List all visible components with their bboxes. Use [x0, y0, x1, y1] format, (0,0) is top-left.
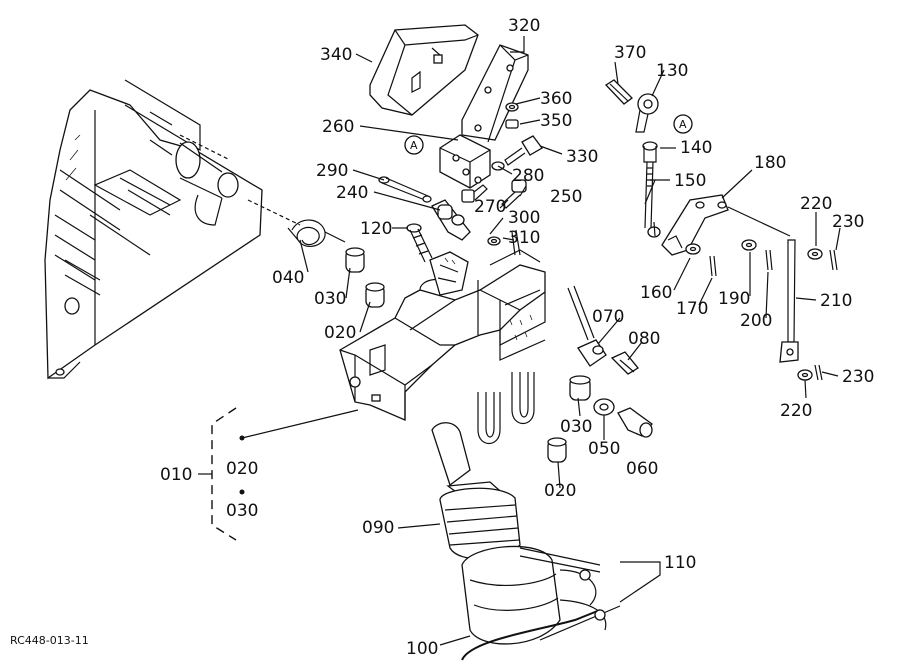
callout-140: 140: [680, 138, 712, 158]
callout-010-030: 030: [226, 501, 258, 521]
lever-180: [661, 194, 729, 256]
callout-150: 150: [674, 171, 706, 191]
callout-360: 360: [540, 89, 572, 109]
callout-260: 260: [322, 117, 354, 137]
callout-210: 210: [820, 291, 852, 311]
callout-020-b: 020: [544, 481, 576, 501]
callout-090: 090: [362, 518, 394, 538]
callout-220-b: 220: [780, 401, 812, 421]
callout-040: 040: [272, 268, 304, 288]
callout-030-a: 030: [314, 289, 346, 309]
callout-350: 350: [540, 111, 572, 131]
joystick-assembly: [431, 422, 621, 661]
callout-010: 010: [160, 465, 192, 485]
pin-290: [378, 176, 432, 203]
drawing-code: RC448-013-11: [10, 634, 89, 647]
torsion-spring: [287, 219, 346, 248]
callout-170: 170: [676, 299, 708, 319]
callout-330: 330: [566, 147, 598, 167]
group-bracket-010: [198, 407, 245, 541]
callout-200: 200: [740, 311, 772, 331]
callout-070: 070: [592, 307, 624, 327]
callout-130: 130: [656, 61, 688, 81]
callout-050: 050: [588, 439, 620, 459]
callout-a-1: A: [410, 139, 418, 152]
leader-lines: [241, 36, 841, 646]
washers-pins-right: [685, 239, 838, 381]
valve-body: [429, 251, 469, 296]
callout-240: 240: [336, 183, 368, 203]
frame-panel: [44, 79, 263, 380]
lever-070: [567, 285, 639, 375]
rod-assembly: [604, 79, 661, 238]
callout-310: 310: [508, 228, 540, 248]
callout-280: 280: [512, 166, 544, 186]
bolt-120: [406, 223, 433, 263]
callout-250: 250: [550, 187, 582, 207]
callout-230-a: 230: [832, 212, 864, 232]
callout-080: 080: [628, 329, 660, 349]
callout-a-2: A: [679, 118, 687, 131]
callout-220-a: 220: [800, 194, 832, 214]
callout-060: 060: [626, 459, 658, 479]
callout-370: 370: [614, 43, 646, 63]
callout-180: 180: [754, 153, 786, 173]
callout-100: 100: [406, 639, 438, 659]
callout-010-020: 020: [226, 459, 258, 479]
callout-030-b: 030: [560, 417, 592, 437]
rod-210: [727, 206, 799, 363]
washer-bolt-050-060: [593, 398, 653, 438]
bushings: [345, 247, 591, 463]
main-bracket: [339, 249, 546, 445]
callout-190: 190: [718, 289, 750, 309]
cover-340: [369, 24, 479, 116]
callout-110: 110: [664, 553, 696, 573]
reference-marker-a-1: [404, 135, 424, 155]
callout-160: 160: [640, 283, 672, 303]
callout-340: 340: [320, 45, 352, 65]
callout-230-b: 230: [842, 367, 874, 387]
callout-120: 120: [360, 219, 392, 239]
plate-320: [461, 44, 529, 143]
switch-block-260: [439, 134, 491, 189]
callout-300: 300: [508, 208, 540, 228]
callout-020-a: 020: [324, 323, 356, 343]
callout-labels: 340 320 360 350 260 330 A 290 280 240 25…: [160, 16, 874, 659]
callout-290: 290: [316, 161, 348, 181]
callout-270: 270: [474, 197, 506, 217]
callout-320: 320: [508, 16, 540, 36]
arm-240: [431, 199, 521, 256]
reference-marker-a-2: [673, 114, 693, 134]
